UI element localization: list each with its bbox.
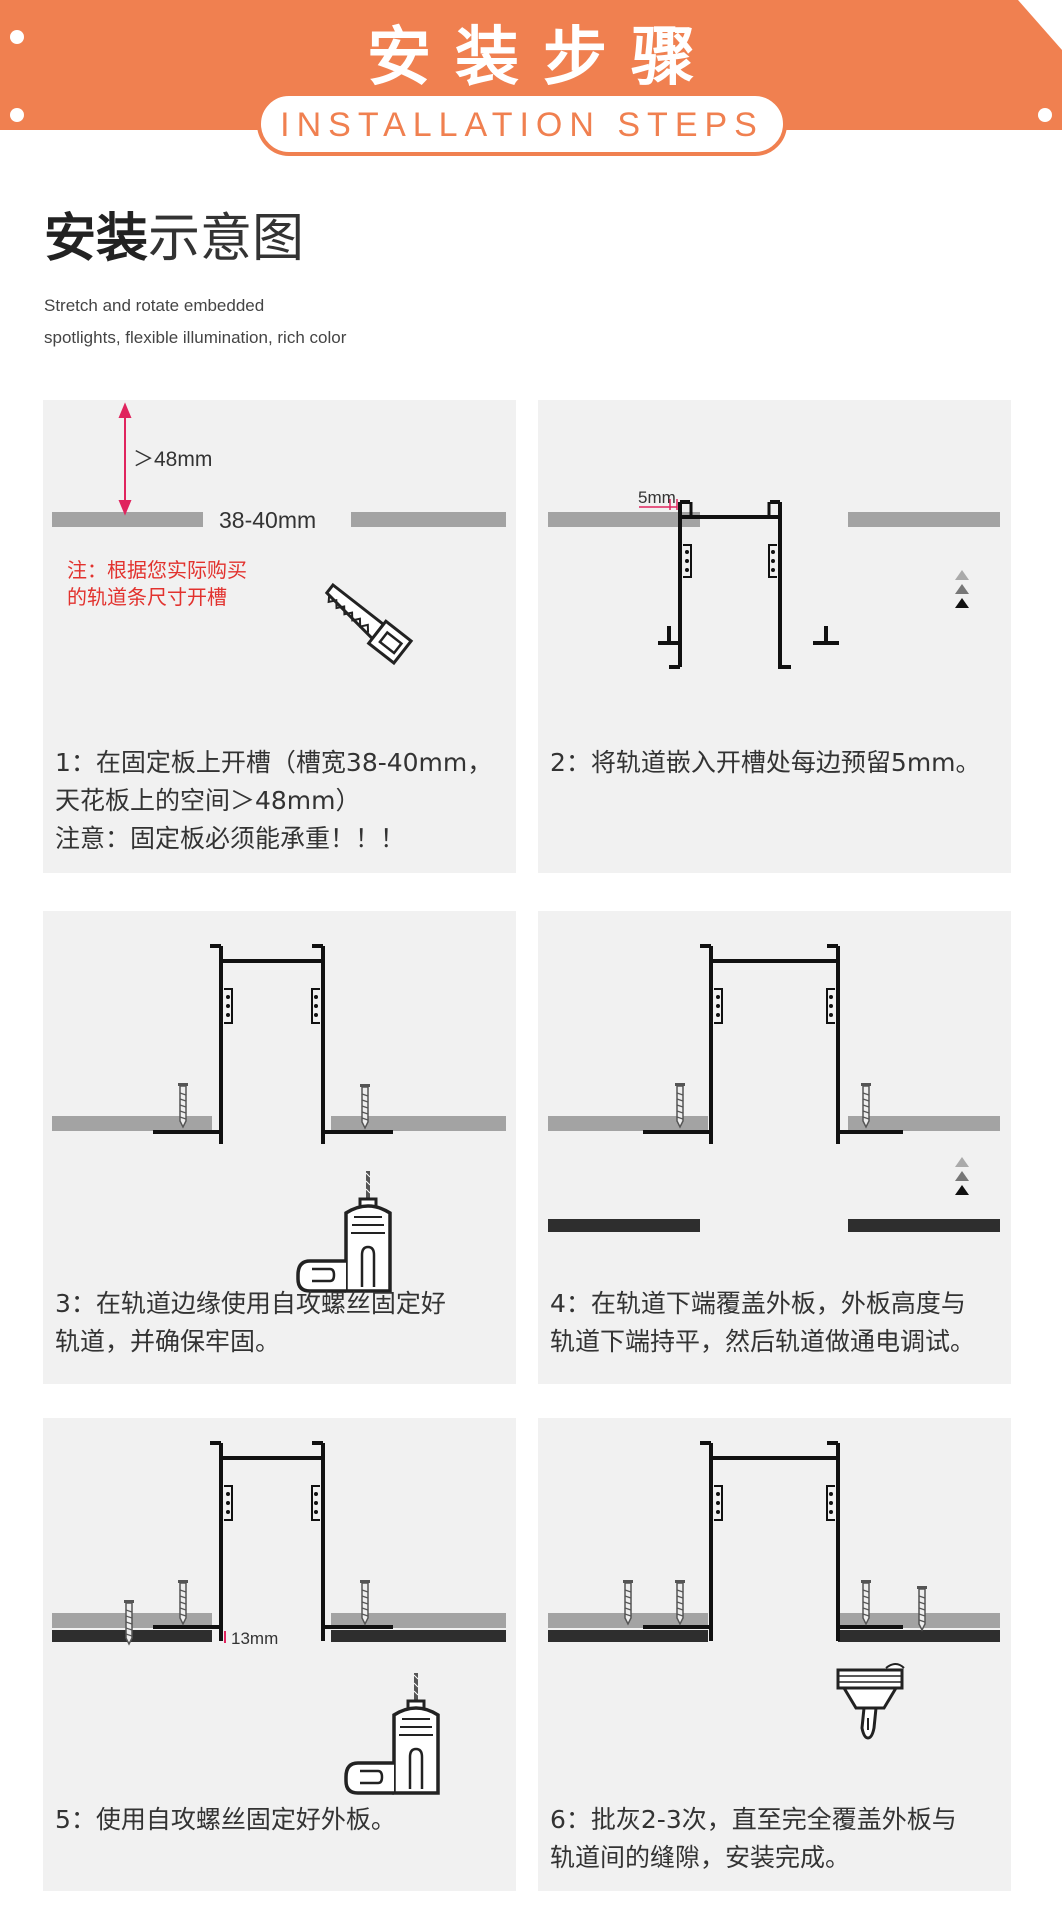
ceiling-board-right <box>848 512 1000 527</box>
screw-icon <box>177 1082 189 1128</box>
drill-icon <box>344 1671 440 1795</box>
step-1-diagram: ＞48mm 38-40mm 注：根据您实际购买 的轨道条尺寸开槽 <box>52 402 506 666</box>
banner-subtitle-pill <box>257 92 787 156</box>
ceiling-board-left <box>548 1116 708 1131</box>
step-6-caption-line1: 6：批灰2-3次，直至完全覆盖外板与 <box>550 1805 957 1834</box>
cover-board-left <box>548 1219 700 1232</box>
step-1-caption-line1: 1：在固定板上开槽（槽宽38-40mm， <box>55 748 493 777</box>
section-description: Stretch and rotate embedded spotlights, … <box>44 290 346 354</box>
cover-board-left <box>548 1630 708 1642</box>
screw-icon <box>674 1579 686 1625</box>
up-arrows-icon <box>955 570 969 608</box>
banner-hole-right-bottom <box>1038 108 1052 122</box>
ceiling-board-right <box>331 1116 506 1131</box>
cover-board-right <box>838 1630 1000 1642</box>
screw-icon <box>622 1579 634 1625</box>
section-title: 安装示意图 <box>44 196 304 271</box>
width-label: 38-40mm <box>219 507 316 533</box>
section-title-rest: 示意图 <box>148 209 305 269</box>
step-3-caption: 3：在轨道边缘使用自攻螺丝固定好 轨道，并确保牢固。 <box>55 1285 446 1361</box>
drill-icon <box>296 1169 392 1293</box>
step-4-caption: 4：在轨道下端覆盖外板，外板高度与 轨道下端持平，然后轨道做通电调试。 <box>550 1285 975 1361</box>
step-2-panel: 5mm 2：将轨道嵌入开槽处每边预留5mm。 <box>538 400 1011 873</box>
step-3-caption-line1: 3：在轨道边缘使用自攻螺丝固定好 <box>55 1289 446 1318</box>
section-description-line1: Stretch and rotate embedded <box>44 296 265 315</box>
note-line-2: 的轨道条尺寸开槽 <box>67 585 227 609</box>
cover-board-right <box>848 1219 1000 1232</box>
step-4-caption-line2: 轨道下端持平，然后轨道做通电调试。 <box>550 1327 976 1356</box>
screw-icon <box>177 1579 189 1625</box>
step-1-panel: ＞48mm 38-40mm 注：根据您实际购买 的轨道条尺寸开槽 1：在固定板上… <box>43 400 516 873</box>
step-6-panel: 6：批灰2-3次，直至完全覆盖外板与 轨道间的缝隙，安装完成。 <box>538 1418 1011 1891</box>
ceiling-board-left <box>52 1116 212 1131</box>
step-4-diagram <box>548 944 1000 1232</box>
ceiling-board-right <box>351 512 506 527</box>
step-5-panel: 13mm 5：使用自攻螺丝固定好外板。 <box>43 1418 516 1891</box>
step-4-panel: 4：在轨道下端覆盖外板，外板高度与 轨道下端持平，然后轨道做通电调试。 <box>538 911 1011 1384</box>
screw-icon <box>359 1083 371 1129</box>
step-5-caption-line1: 5：使用自攻螺丝固定好外板。 <box>55 1805 396 1834</box>
step-2-caption: 2：将轨道嵌入开槽处每边预留5mm。 <box>550 744 981 782</box>
banner-title: 安装步骤 <box>367 21 719 95</box>
step-3-diagram <box>52 944 506 1293</box>
height-dimension-arrow <box>118 402 132 516</box>
step-6-diagram <box>548 1441 1000 1740</box>
screw-icon <box>860 1579 872 1625</box>
depth-label: 13mm <box>231 1629 278 1648</box>
step-2-caption-line1: 2：将轨道嵌入开槽处每边预留5mm。 <box>550 748 981 777</box>
up-arrows-icon <box>955 1157 969 1195</box>
screw-icon <box>674 1082 686 1128</box>
step-1-caption: 1：在固定板上开槽（槽宽38-40mm， 天花板上的空间＞48mm） 注意：固定… <box>55 744 492 858</box>
step-5-diagram: 13mm <box>52 1441 506 1795</box>
step-1-caption-line3: 注意：固定板必须能承重！！！ <box>55 824 406 853</box>
putty-knife-icon <box>836 1663 905 1740</box>
step-2-diagram: 5mm <box>548 488 1000 669</box>
ceiling-board-left <box>52 512 203 527</box>
banner-subtitle: INSTALLATION STEPS <box>280 106 764 144</box>
screw-icon <box>123 1599 135 1645</box>
screw-icon <box>860 1082 872 1128</box>
ceiling-board-right <box>848 1116 1000 1131</box>
step-4-caption-line1: 4：在轨道下端覆盖外板，外板高度与 <box>550 1289 966 1318</box>
saw-icon <box>324 582 414 666</box>
banner-hole-left-bottom <box>10 108 24 122</box>
gap-label: 5mm <box>638 488 676 507</box>
height-label: ＞48mm <box>133 448 212 471</box>
section-description-line2: spotlights, flexible illumination, rich … <box>44 328 347 347</box>
banner-hole-left <box>10 30 24 44</box>
screw-icon <box>916 1585 928 1631</box>
step-1-caption-line2: 天花板上的空间＞48mm） <box>55 786 361 815</box>
step-6-caption: 6：批灰2-3次，直至完全覆盖外板与 轨道间的缝隙，安装完成。 <box>550 1801 957 1877</box>
screw-icon <box>359 1579 371 1625</box>
step-5-caption: 5：使用自攻螺丝固定好外板。 <box>55 1801 396 1839</box>
section-title-bold: 安装 <box>44 209 149 269</box>
step-3-panel: 3：在轨道边缘使用自攻螺丝固定好 轨道，并确保牢固。 <box>43 911 516 1384</box>
step-3-caption-line2: 轨道，并确保牢固。 <box>55 1327 281 1356</box>
ceiling-board-right <box>331 1613 506 1628</box>
note-line-1: 注：根据您实际购买 <box>67 558 247 582</box>
cover-board-right <box>331 1630 506 1642</box>
banner-corner-fold <box>1018 0 1062 50</box>
ceiling-board-left <box>548 512 700 527</box>
step-6-caption-line2: 轨道间的缝隙，安装完成。 <box>550 1843 851 1872</box>
